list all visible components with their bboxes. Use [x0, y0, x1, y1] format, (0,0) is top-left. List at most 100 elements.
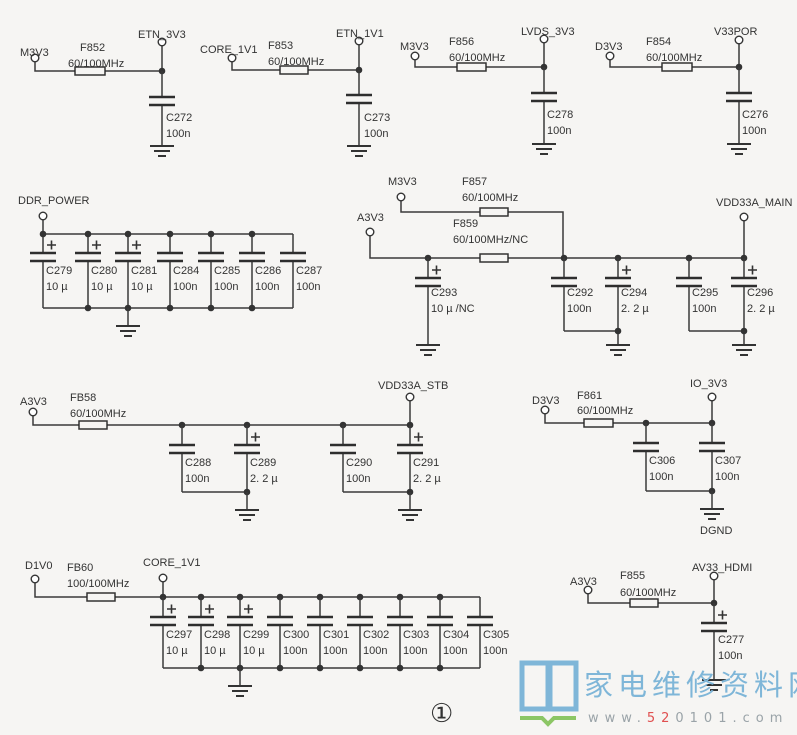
logo-url-suffix: 0101.com — [675, 711, 788, 726]
capacitor-ref: C277 — [718, 634, 744, 646]
net-terminal-icon — [28, 407, 38, 417]
fuse-body-icon — [661, 62, 693, 72]
logo-url-highlight: 52 — [647, 711, 676, 726]
capacitor-ref: C299 — [243, 629, 269, 641]
capacitor-ref: C281 — [131, 265, 157, 277]
capacitor-value: 100n — [296, 281, 320, 293]
plus-polarity-icon — [132, 240, 141, 250]
capacitor-ref: C287 — [296, 265, 322, 277]
junction-dot — [197, 664, 205, 672]
junction-dot — [124, 230, 132, 238]
ferrite-bead — [479, 253, 509, 263]
fuse-value: 60/100MHz/NC — [453, 234, 528, 246]
capacitor-ref: C301 — [323, 629, 349, 641]
capacitor — [267, 597, 293, 668]
junction-dot — [740, 327, 748, 335]
fuse-value: 60/100MHz — [268, 56, 324, 68]
fuse-ref: F853 — [268, 40, 293, 52]
electrolytic-capacitor — [731, 258, 757, 331]
wire — [32, 416, 410, 426]
capacitor-ref: C286 — [255, 265, 281, 277]
net-terminal-icon — [354, 36, 364, 46]
capacitor — [149, 71, 175, 146]
ground-icon — [532, 143, 556, 155]
logo-url-prefix: www. — [588, 711, 647, 726]
capacitor-ref: C273 — [364, 112, 390, 124]
capacitor-value: 100n — [718, 650, 742, 662]
vdd33a-main-filter: M3V3A3V3F85760/100MHzF85960/100MHz/NCVDD… — [357, 176, 792, 356]
net-terminal-icon — [365, 227, 375, 237]
capacitor-value: 2. 2 µ — [747, 303, 775, 315]
fuse-value: 60/100MHz — [462, 192, 518, 204]
output-net-label: ETN_1V1 — [336, 28, 384, 40]
capacitor — [531, 67, 557, 144]
ground-icon — [700, 508, 724, 520]
wire — [564, 330, 619, 345]
plus-polarity-icon — [414, 432, 423, 442]
capacitor-ref: C304 — [443, 629, 469, 641]
junction-dot — [436, 664, 444, 672]
dgnd-label: DGND — [700, 525, 732, 537]
fuse-value: 60/100MHz — [646, 52, 702, 64]
fuse-body-icon — [479, 207, 509, 217]
plus-polarity-icon — [244, 604, 253, 614]
fuse-value: 60/100MHz — [620, 587, 676, 599]
fuse-body-icon — [629, 598, 659, 608]
junction-dot — [207, 304, 215, 312]
electrolytic-capacitor — [415, 258, 441, 345]
junction-dot — [396, 664, 404, 672]
ground-icon — [416, 344, 440, 356]
capacitor-ref: C272 — [166, 112, 192, 124]
capacitor-ref: C289 — [250, 457, 276, 469]
figure-number-label: ① — [430, 699, 453, 729]
wire — [34, 583, 480, 598]
net-terminal-icon — [157, 37, 167, 47]
capacitor-value: 10 µ — [204, 645, 226, 657]
capacitor-value: 100n — [173, 281, 197, 293]
junction-dot — [248, 230, 256, 238]
output-net-label: IO_3V3 — [690, 378, 727, 390]
capacitor-value: 100n — [255, 281, 279, 293]
capacitor-ref: C284 — [173, 265, 199, 277]
ground-icon — [116, 325, 140, 337]
input-net-label: CORE_1V1 — [200, 44, 257, 56]
output-net-label: VDD33A_STB — [378, 380, 448, 392]
ground-icon — [398, 509, 422, 521]
capacitor-value: 100n — [742, 125, 766, 137]
capacitor — [387, 597, 413, 668]
wire — [34, 62, 162, 72]
fuse-body-icon — [583, 418, 614, 428]
capacitor-value: 100n — [483, 645, 507, 657]
output-net-label: V33POR — [714, 26, 757, 38]
fuse-body-icon — [86, 592, 116, 602]
output-net-label: VDD33A_MAIN — [716, 197, 792, 209]
capacitor-ref: C295 — [692, 287, 718, 299]
capacitor — [467, 597, 493, 668]
capacitor-value: 10 µ /NC — [431, 303, 475, 315]
capacitor — [676, 258, 702, 331]
net-terminal-icon — [405, 392, 415, 402]
output-net-label: LVDS_3V3 — [521, 26, 575, 38]
net-terminal-icon — [707, 392, 717, 402]
junction-dot — [207, 230, 215, 238]
capacitor-value: 2. 2 µ — [413, 473, 441, 485]
net-terminal-icon — [30, 574, 40, 584]
fuse-ref: F856 — [449, 36, 474, 48]
net-terminal-icon — [605, 51, 615, 61]
capacitor — [347, 597, 373, 668]
ground-icon — [347, 145, 371, 157]
output-net-label: ETN_3V3 — [138, 29, 186, 41]
electrolytic-capacitor — [115, 234, 141, 308]
input-net-label: A3V3 — [570, 576, 597, 588]
capacitor-value: 100n — [364, 128, 388, 140]
capacitor-value: 100n — [185, 473, 209, 485]
book-logo-icon — [519, 660, 579, 727]
net-terminal-icon — [583, 585, 593, 595]
capacitor-value: 100n — [567, 303, 591, 315]
fuse-body-icon — [78, 420, 108, 430]
ground-icon — [228, 685, 252, 697]
ferrite-bead — [456, 62, 487, 72]
ground-icon — [732, 344, 756, 356]
